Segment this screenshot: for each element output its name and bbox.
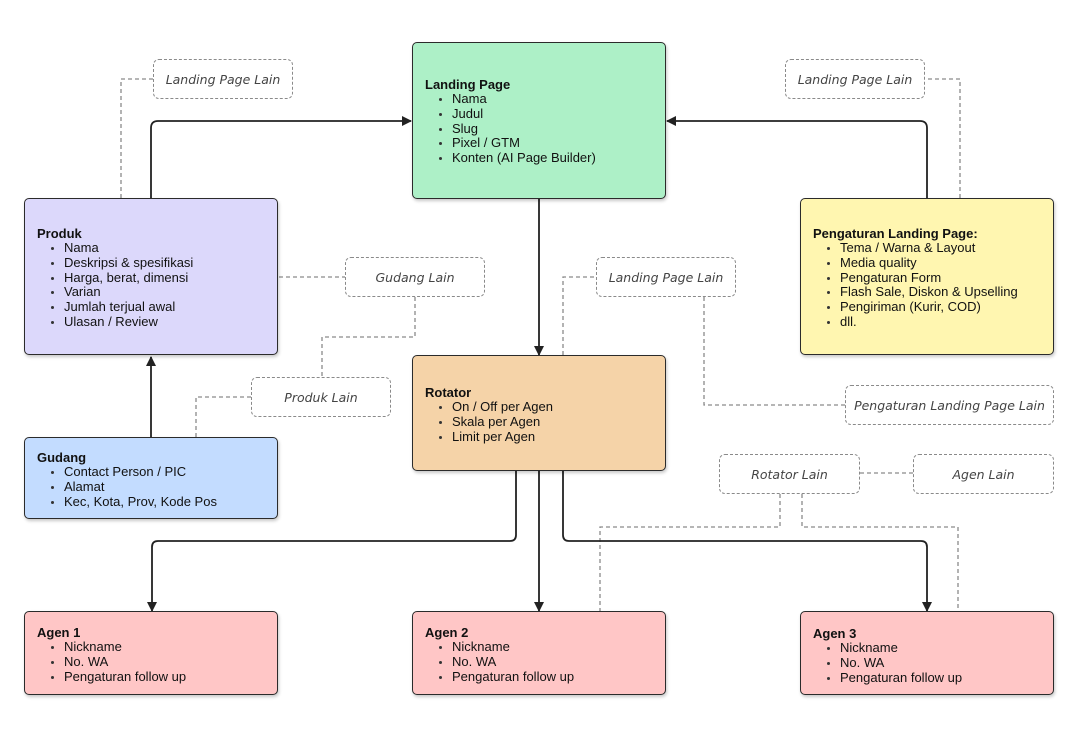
pengaturan-landing-page-box: Pengaturan Landing Page: Tema / Warna & …	[800, 198, 1054, 355]
list-item: Flash Sale, Diskon & Upselling	[827, 285, 1045, 300]
gudang-lain-note: Gudang Lain	[345, 257, 485, 297]
list-item: Skala per Agen	[439, 414, 657, 430]
agen-2-box: Agen 2 Nickname No. WA Pengaturan follow…	[412, 611, 666, 695]
dashed-link-rotator-to-landing-lain	[562, 276, 596, 355]
agen-3-list: Nickname No. WA Pengaturan follow up	[813, 640, 1045, 686]
dashed-link-gudang-lain-to-produk-lain	[321, 297, 416, 377]
list-item: Nickname	[439, 639, 657, 655]
list-item: Nickname	[827, 640, 1045, 656]
pengaturan-list: Tema / Warna & Layout Media quality Peng…	[813, 240, 1045, 330]
list-item: On / Off per Agen	[439, 399, 657, 415]
list-item: Pengaturan follow up	[827, 670, 1045, 686]
list-item: Kec, Kota, Prov, Kode Pos	[51, 494, 269, 510]
landing-page-lain-note-mid: Landing Page Lain	[596, 257, 736, 297]
dashed-link-landing-lain-to-pengaturan-lain	[703, 297, 845, 406]
produk-title: Produk	[37, 226, 82, 241]
list-item: No. WA	[827, 655, 1045, 671]
dashed-link-pengaturan-to-landing-lain	[925, 78, 961, 198]
list-item: Harga, berat, dimensi	[51, 270, 269, 286]
agen-1-list: Nickname No. WA Pengaturan follow up	[37, 639, 269, 685]
agen-lain-note: Agen Lain	[913, 454, 1054, 494]
produk-lain-note: Produk Lain	[251, 377, 391, 417]
arrow-rotator-to-agen1	[147, 471, 517, 612]
arrow-pengaturan-to-landing	[666, 116, 928, 198]
list-item: Deskripsi & spesifikasi	[51, 255, 269, 271]
landing-page-box: Landing Page Nama Judul Slug Pixel / GTM…	[412, 42, 666, 199]
dashed-link-gudang-to-produk-lain	[195, 396, 251, 437]
list-item: dll.	[827, 314, 1045, 330]
list-item: Jumlah terjual awal	[51, 299, 269, 315]
rotator-list: On / Off per Agen Skala per Agen Limit p…	[425, 399, 657, 445]
gudang-title: Gudang	[37, 450, 87, 465]
list-item: Konten (AI Page Builder)	[439, 150, 657, 166]
landing-page-lain-note-left: Landing Page Lain	[153, 59, 293, 99]
gudang-list: Contact Person / PIC Alamat Kec, Kota, P…	[37, 464, 269, 510]
list-item: Pengaturan Form	[827, 270, 1045, 286]
arrow-produk-to-landing	[150, 116, 412, 198]
list-item: Judul	[439, 106, 657, 122]
list-item: Tema / Warna & Layout	[827, 240, 1045, 256]
dashed-link-rotator-lain-to-agen2	[599, 494, 781, 611]
gudang-box: Gudang Contact Person / PIC Alamat Kec, …	[24, 437, 278, 519]
list-item: Pengaturan follow up	[51, 669, 269, 685]
list-item: Nama	[51, 240, 269, 256]
list-item: No. WA	[439, 654, 657, 670]
agen-3-title: Agen 3	[813, 626, 857, 641]
list-item: Media quality	[827, 255, 1045, 271]
landing-page-title: Landing Page	[425, 77, 511, 92]
landing-page-list: Nama Judul Slug Pixel / GTM Konten (AI P…	[425, 91, 657, 166]
agen-1-box: Agen 1 Nickname No. WA Pengaturan follow…	[24, 611, 278, 695]
landing-page-lain-note-right: Landing Page Lain	[785, 59, 925, 99]
list-item: Slug	[439, 121, 657, 137]
rotator-lain-note: Rotator Lain	[719, 454, 860, 494]
list-item: Pixel / GTM	[439, 136, 657, 151]
pengaturan-landing-page-lain-note: Pengaturan Landing Page Lain	[845, 385, 1054, 425]
list-item: Nama	[439, 91, 657, 107]
list-item: Pengiriman (Kurir, COD)	[827, 299, 1045, 315]
produk-box: Produk Nama Deskripsi & spesifikasi Harg…	[24, 198, 278, 355]
list-item: Alamat	[51, 479, 269, 495]
list-item: Limit per Agen	[439, 429, 657, 445]
agen-2-list: Nickname No. WA Pengaturan follow up	[425, 639, 657, 685]
list-item: Pengaturan follow up	[439, 669, 657, 685]
list-item: Varian	[51, 285, 269, 300]
agen-3-box: Agen 3 Nickname No. WA Pengaturan follow…	[800, 611, 1054, 695]
agen-1-title: Agen 1	[37, 625, 81, 640]
agen-2-title: Agen 2	[425, 625, 469, 640]
list-item: Nickname	[51, 639, 269, 655]
rotator-title: Rotator	[425, 385, 472, 400]
dashed-link-rotator-lain-to-agen3	[801, 494, 959, 611]
list-item: Ulasan / Review	[51, 314, 269, 330]
list-item: Contact Person / PIC	[51, 464, 269, 480]
pengaturan-title: Pengaturan Landing Page:	[813, 226, 978, 241]
dashed-link-produk-to-landing-lain	[120, 78, 153, 198]
arrow-rotator-to-agen3	[562, 471, 932, 612]
produk-list: Nama Deskripsi & spesifikasi Harga, bera…	[37, 240, 269, 330]
rotator-box: Rotator On / Off per Agen Skala per Agen…	[412, 355, 666, 471]
list-item: No. WA	[51, 654, 269, 670]
